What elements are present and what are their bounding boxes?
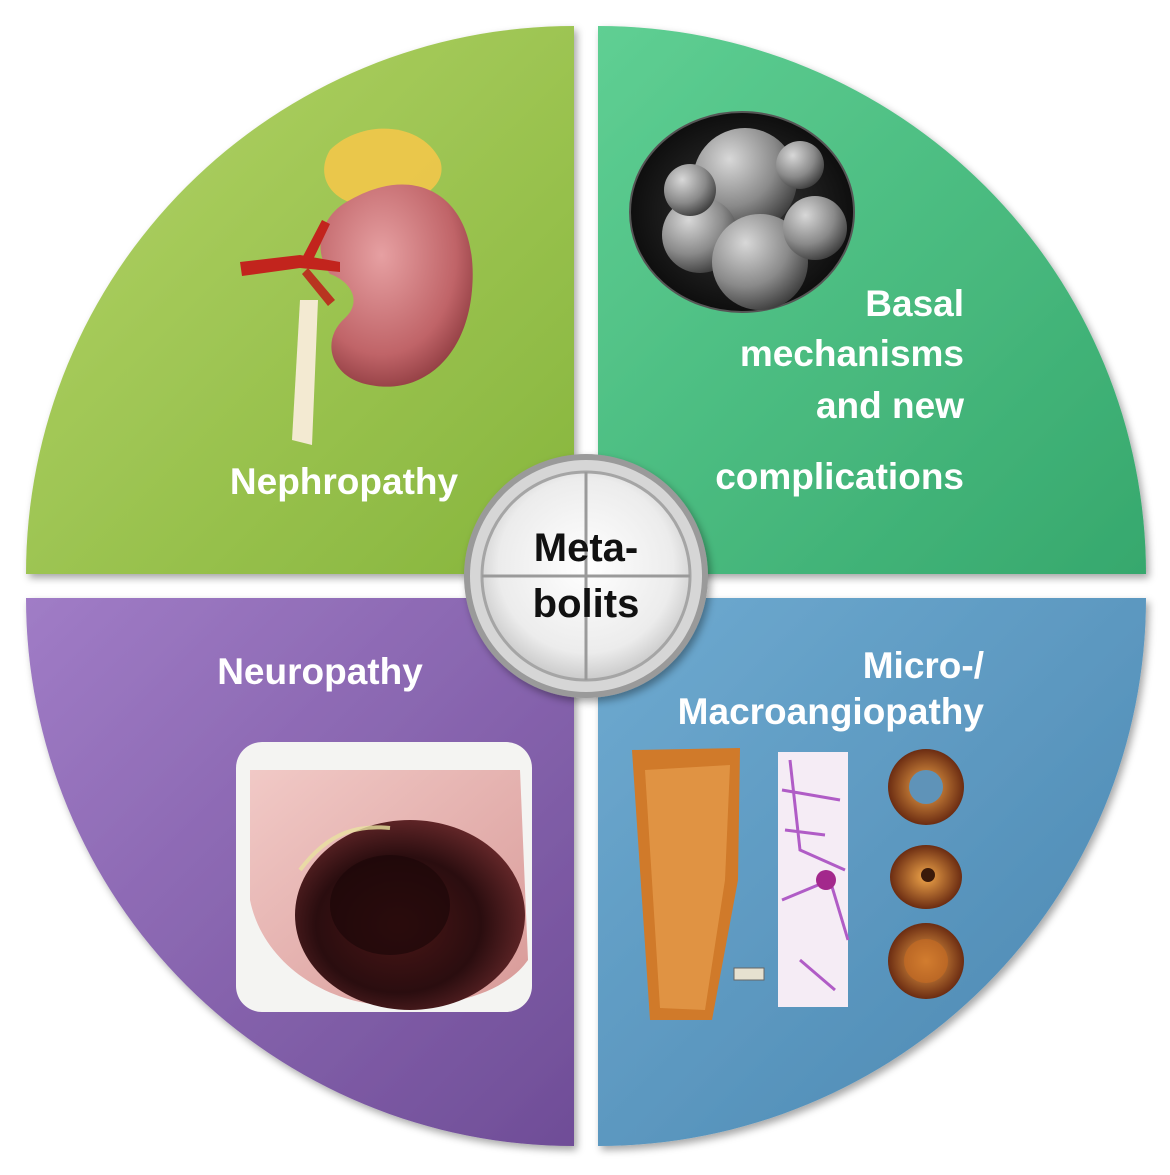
vessel-histology-photos	[632, 748, 964, 1020]
angiopathy-label-line-1: Micro-/	[863, 645, 984, 686]
basal-label-line-1: Basal	[865, 283, 964, 324]
center-label-line-1: Meta-	[534, 526, 638, 570]
kidney-icon	[240, 128, 473, 445]
basal-label-line-3: and new	[816, 385, 964, 426]
angiopathy-label: Micro-/ Macroangiopathy	[678, 645, 985, 732]
foot-ulcer-photo	[236, 742, 532, 1012]
center-metabolites-badge: Meta- bolits	[464, 454, 708, 698]
basal-mechanisms-label: Basal mechanisms and new complications	[715, 283, 964, 497]
quadrant-bottom-right	[598, 598, 1146, 1146]
nephropathy-label: Nephropathy	[230, 461, 459, 502]
basal-label-line-4: complications	[715, 456, 964, 497]
center-label-line-2: bolits	[533, 582, 640, 626]
basal-label-line-2: mechanisms	[740, 333, 964, 374]
cell-micrograph-icon	[629, 111, 855, 313]
neuropathy-label: Neuropathy	[217, 651, 423, 692]
angiopathy-label-line-2: Macroangiopathy	[678, 691, 985, 732]
